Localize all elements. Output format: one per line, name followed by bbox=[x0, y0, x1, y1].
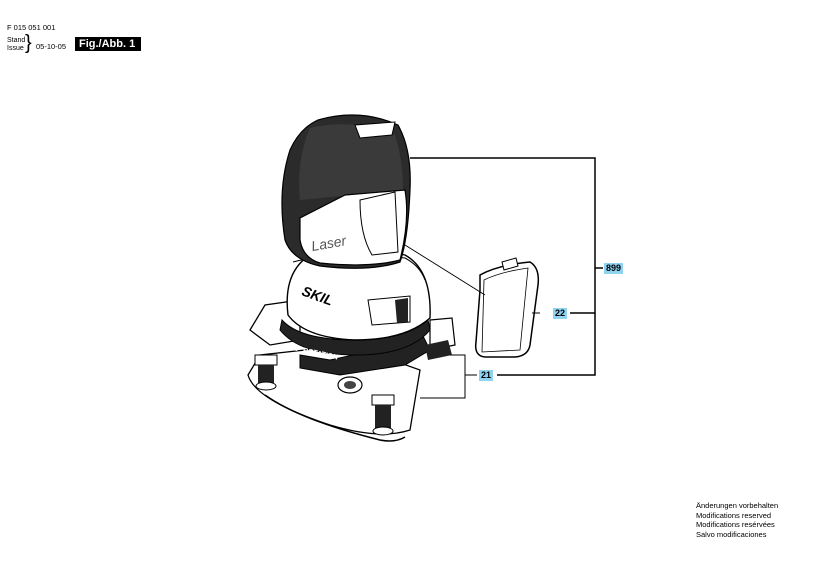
callout-cover: 22 bbox=[553, 308, 568, 319]
document-number: F 015 051 001 bbox=[7, 23, 56, 32]
stand-issue-labels: Stand Issue bbox=[7, 37, 25, 53]
figure-label: Fig./Abb. 1 bbox=[75, 37, 142, 51]
battery-cover bbox=[474, 257, 540, 358]
stand-label: Stand bbox=[7, 37, 26, 44]
laser-housing bbox=[281, 114, 411, 269]
modification-notes: Änderungen vorbehalten Modifications res… bbox=[696, 501, 778, 539]
side-clip bbox=[425, 317, 456, 360]
note-english: Modifications reserved bbox=[696, 510, 772, 520]
note-spanish: Salvo modificaciones bbox=[696, 529, 767, 539]
rotation-ring bbox=[279, 318, 431, 356]
note-french: Modifications resérvées bbox=[696, 520, 775, 529]
leveling-foot-left bbox=[254, 354, 278, 391]
laser-label: Laser bbox=[310, 232, 349, 254]
issue-date: 05-10-05 bbox=[36, 42, 67, 51]
callout-feet: 21 bbox=[479, 370, 494, 381]
leader-lines bbox=[404, 157, 603, 399]
issue-label: Issue bbox=[7, 45, 24, 52]
leveling-foot-right bbox=[371, 394, 395, 436]
callout-assembly: 899 bbox=[604, 263, 624, 274]
brace-glyph: } bbox=[25, 32, 32, 54]
note-german: Änderungen vorbehalten bbox=[696, 501, 779, 510]
